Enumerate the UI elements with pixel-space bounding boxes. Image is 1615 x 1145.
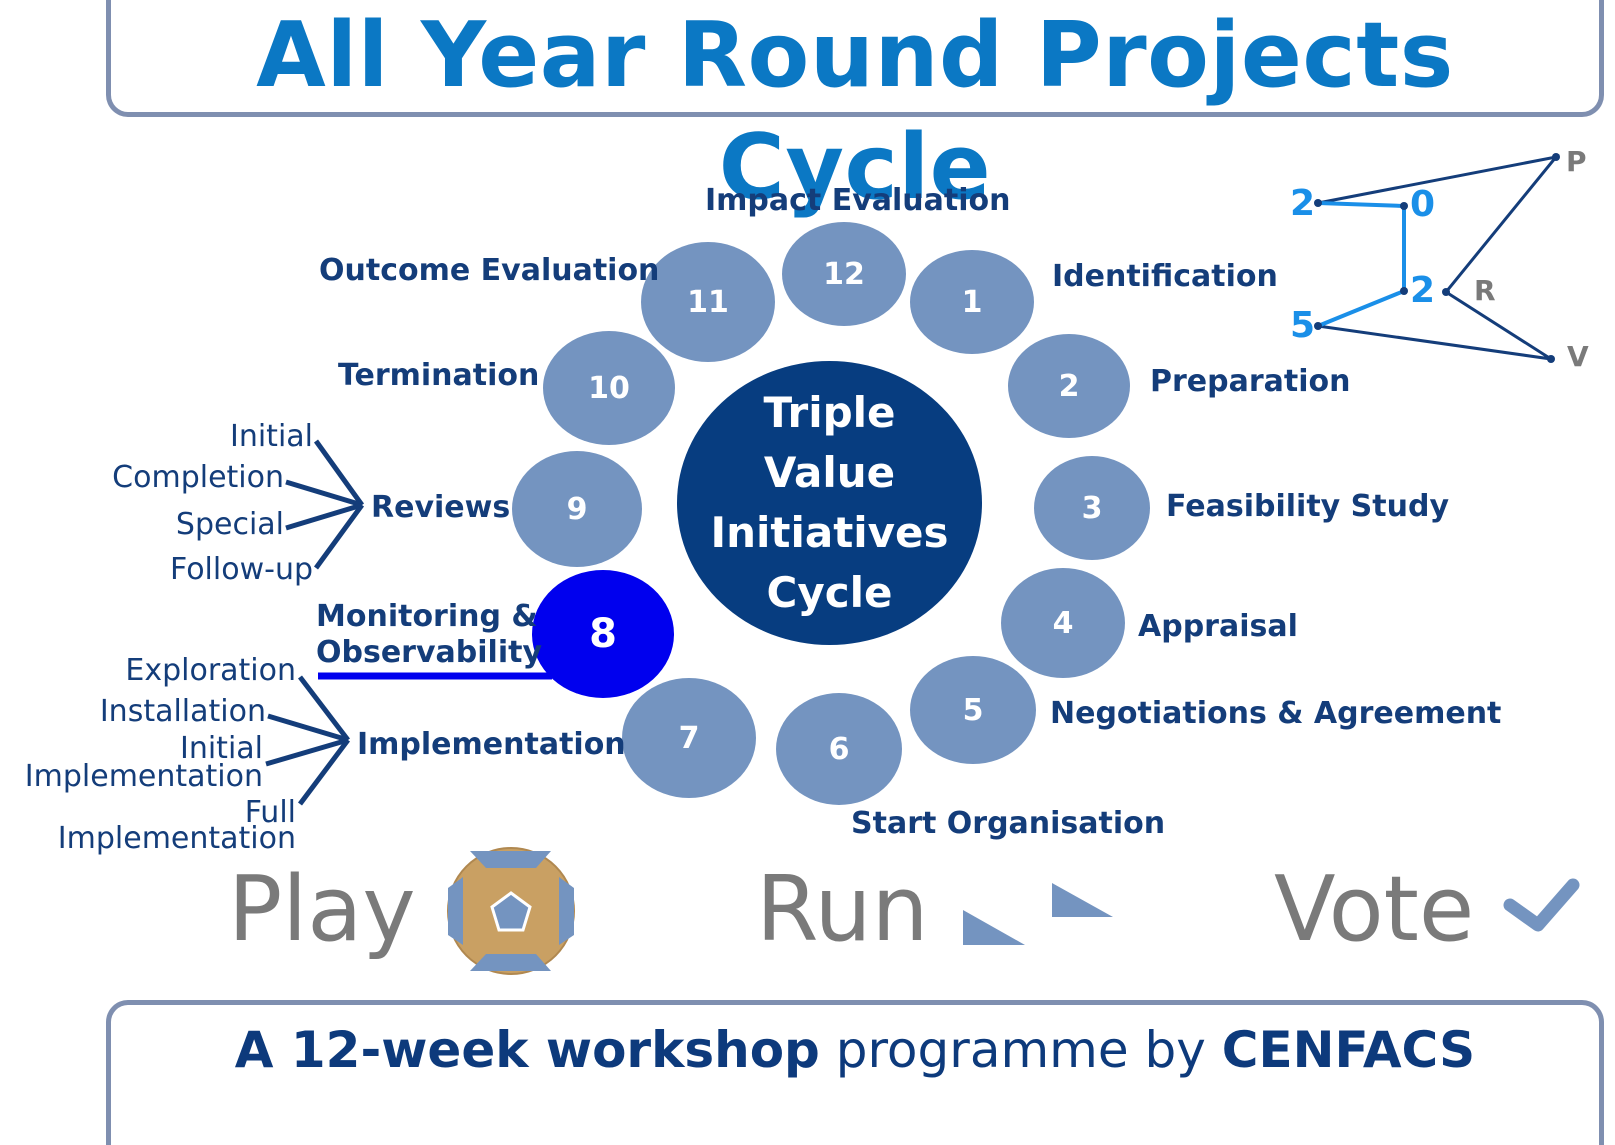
logo-letter-v: V bbox=[1567, 340, 1589, 373]
step-circle-4: 4 bbox=[1001, 568, 1125, 678]
ball-icon bbox=[447, 847, 575, 975]
step-circle-1: 1 bbox=[910, 250, 1034, 354]
step-circle-8: 8 bbox=[532, 570, 674, 698]
logo-digit-0: 0 bbox=[1410, 184, 1436, 225]
step-label-9: Reviews bbox=[371, 490, 511, 525]
footer-part1: A 12-week workshop bbox=[234, 1021, 820, 1079]
center-line-2: Value bbox=[763, 448, 896, 497]
implementation-stage-installation: Installation bbox=[99, 694, 266, 729]
step-label-12: Impact Evaluation bbox=[705, 183, 1011, 218]
center-line-4: Cycle bbox=[766, 568, 893, 617]
footer-text: A 12-week workshop programme by CENFACS bbox=[106, 1018, 1604, 1082]
logo-letter-p: P bbox=[1566, 145, 1587, 178]
step-label-2: Preparation bbox=[1150, 364, 1351, 399]
step-circle-6: 6 bbox=[776, 693, 902, 805]
step-label-5: Negotiations & Agreement bbox=[1050, 696, 1502, 731]
step-circle-5: 5 bbox=[910, 656, 1036, 764]
run-shape-left bbox=[963, 910, 1025, 945]
footer-part3: CENFACS bbox=[1221, 1021, 1476, 1079]
implementation-stage-full: Full bbox=[244, 795, 296, 830]
logo-lines bbox=[1317, 154, 1560, 361]
connector-lines bbox=[265, 153, 1580, 975]
logo-dots bbox=[1314, 153, 1560, 363]
logo-letter-r: R bbox=[1474, 274, 1496, 307]
center-line-3: Initiatives bbox=[710, 508, 949, 557]
implementation-stage-initial-2: Implementation bbox=[24, 759, 263, 794]
implementation-stage-exploration: Exploration bbox=[125, 653, 296, 688]
step-label-1: Identification bbox=[1052, 259, 1278, 294]
implementation-stage-full-2: Implementation bbox=[57, 821, 296, 856]
vote-check-icon bbox=[1503, 878, 1580, 932]
step-circle-3: 3 bbox=[1034, 456, 1150, 560]
review-type-completion: Completion bbox=[112, 460, 284, 495]
page-title: All Year Round Projects Cycle bbox=[256, 3, 1454, 220]
play-label: Play bbox=[228, 857, 416, 962]
review-type-initial: Initial bbox=[229, 419, 313, 454]
step-label-10: Termination bbox=[338, 358, 540, 393]
step-circle-11: 11 bbox=[641, 242, 775, 362]
review-type-follow-up: Follow-up bbox=[170, 552, 313, 587]
step-label-8-line2: Observability bbox=[316, 635, 542, 670]
step-label-11: Outcome Evaluation bbox=[319, 253, 660, 288]
run-shape-right bbox=[1052, 883, 1113, 917]
vote-label: Vote bbox=[1274, 857, 1475, 962]
step-label-7: Implementation bbox=[357, 727, 626, 762]
run-label: Run bbox=[756, 857, 929, 962]
step-circle-2: 2 bbox=[1008, 334, 1130, 438]
logo-digit-2a: 2 bbox=[1290, 183, 1316, 224]
step-label-4: Appraisal bbox=[1138, 609, 1298, 644]
step-label-8-line1: Monitoring & bbox=[316, 599, 538, 634]
step-circle-10: 10 bbox=[543, 331, 675, 445]
step-label-3: Feasibility Study bbox=[1166, 489, 1450, 524]
title-frame bbox=[106, 0, 1604, 117]
reviews-fan-lines bbox=[285, 439, 365, 570]
center-line-1: Triple bbox=[763, 388, 896, 437]
implementation-fan-lines bbox=[265, 675, 350, 806]
logo-digit-2b: 2 bbox=[1410, 270, 1436, 311]
step-circle-9: 9 bbox=[512, 451, 642, 567]
footer-part2: programme by bbox=[819, 1021, 1222, 1079]
step-circle-7: 7 bbox=[622, 678, 756, 798]
step-circle-12: 12 bbox=[782, 222, 906, 326]
step-label-6: Start Organisation bbox=[851, 806, 1166, 841]
implementation-stage-initial: Initial bbox=[179, 731, 263, 766]
review-type-special: Special bbox=[175, 507, 284, 542]
center-circle: Triple Value Initiatives Cycle bbox=[677, 361, 982, 645]
logo-digit-5: 5 bbox=[1290, 305, 1316, 346]
